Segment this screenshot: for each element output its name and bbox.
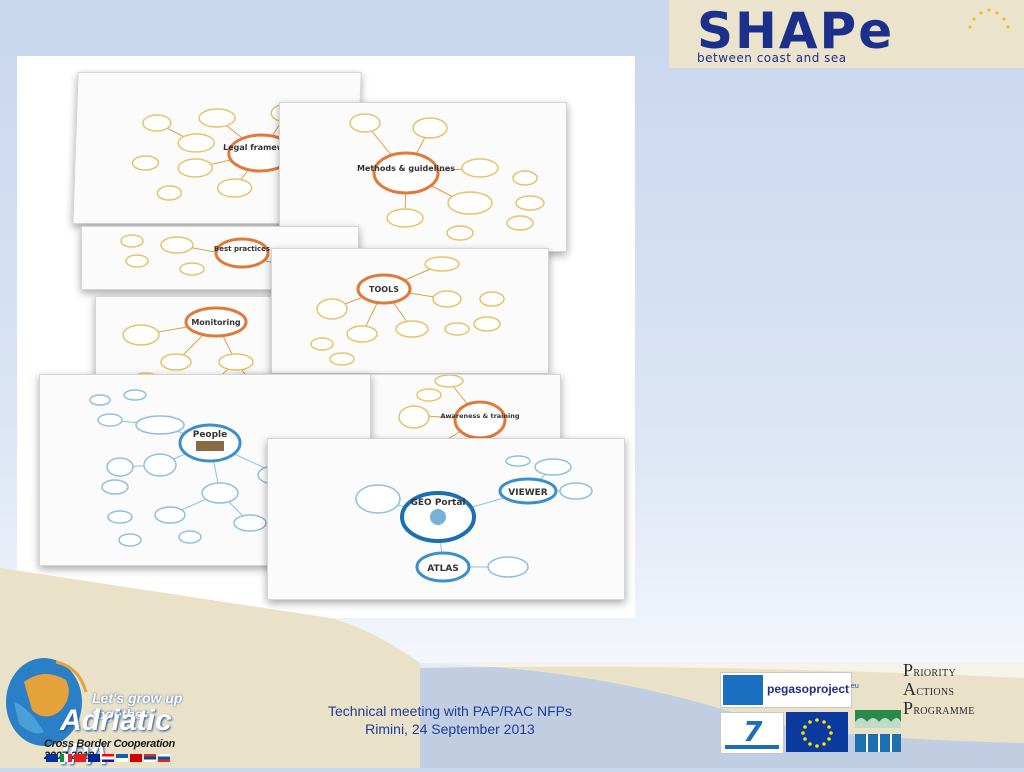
pap-line-2: Actions	[903, 679, 955, 699]
pegaso-badge-icon	[723, 675, 763, 705]
svg-text:7: 7	[743, 715, 763, 748]
eu-stars-icon	[968, 8, 1010, 29]
hub-geo-portal: GEO Portal	[411, 498, 466, 508]
flag-icon	[116, 754, 128, 762]
seventh-framework-logo: 7	[720, 712, 784, 754]
footer-line-2: Rimini, 24 September 2013	[365, 721, 535, 737]
footer-line-1: Technical meeting with PAP/RAC NFPs	[327, 703, 573, 719]
pegaso-name: pegasoproject	[767, 682, 850, 696]
shape-logo: SHAPe between coast and sea	[669, 0, 1024, 68]
flag-icon	[46, 754, 58, 762]
hub-people: People	[193, 430, 228, 440]
flag-icon	[102, 754, 114, 762]
hub-atlas: ATLAS	[427, 564, 459, 574]
flag-icon	[60, 754, 72, 762]
adriatic-ipa-logo: Let's grow up together Adriatic IPA Cros…	[4, 652, 204, 771]
hub-methods-guidelines: Methods & guidelines	[357, 164, 455, 173]
adriatic-slogan: Let's grow up together	[92, 690, 183, 722]
adriatic-map-icon	[6, 658, 88, 746]
pap-line-1: Priority	[903, 660, 956, 680]
pegaso-project-logo: pegasoproject.eu	[720, 672, 859, 708]
flag-icon	[144, 754, 156, 762]
hub-viewer: VIEWER	[508, 488, 548, 498]
hub-awareness-training: Awareness & training	[440, 412, 519, 420]
pegaso-suffix: .eu	[849, 683, 859, 690]
pap-mark-icon	[855, 710, 901, 752]
eu-flag	[786, 712, 848, 752]
seven-icon: 7	[725, 715, 779, 749]
flag-icon	[88, 754, 100, 762]
card-geo-portal: VIEWER ATLAS GEO Portal	[267, 438, 625, 600]
flag-icon	[130, 754, 142, 762]
shape-logo-word: SHAPe	[697, 2, 895, 60]
flag-icon	[158, 754, 170, 762]
priority-actions-programme-logo: Priority Actions Programme	[903, 660, 1018, 718]
hub-best-practices: Best practices	[214, 245, 270, 253]
pap-line-3: Programme	[903, 698, 975, 718]
mindmap-image: Legal framework Methods & guidelines	[17, 56, 635, 618]
card-tools: TOOLS	[271, 248, 549, 374]
shape-logo-tagline: between coast and sea	[697, 51, 847, 65]
hub-legal-framework: Legal framework	[223, 143, 300, 152]
footer-text: Technical meeting with PAP/RAC NFPs Rimi…	[290, 702, 610, 738]
flag-icon	[74, 754, 86, 762]
hub-tools: TOOLS	[369, 285, 399, 294]
partner-flags	[46, 754, 170, 762]
hub-monitoring: Monitoring	[191, 318, 241, 327]
eu-flag-icon	[801, 718, 833, 748]
